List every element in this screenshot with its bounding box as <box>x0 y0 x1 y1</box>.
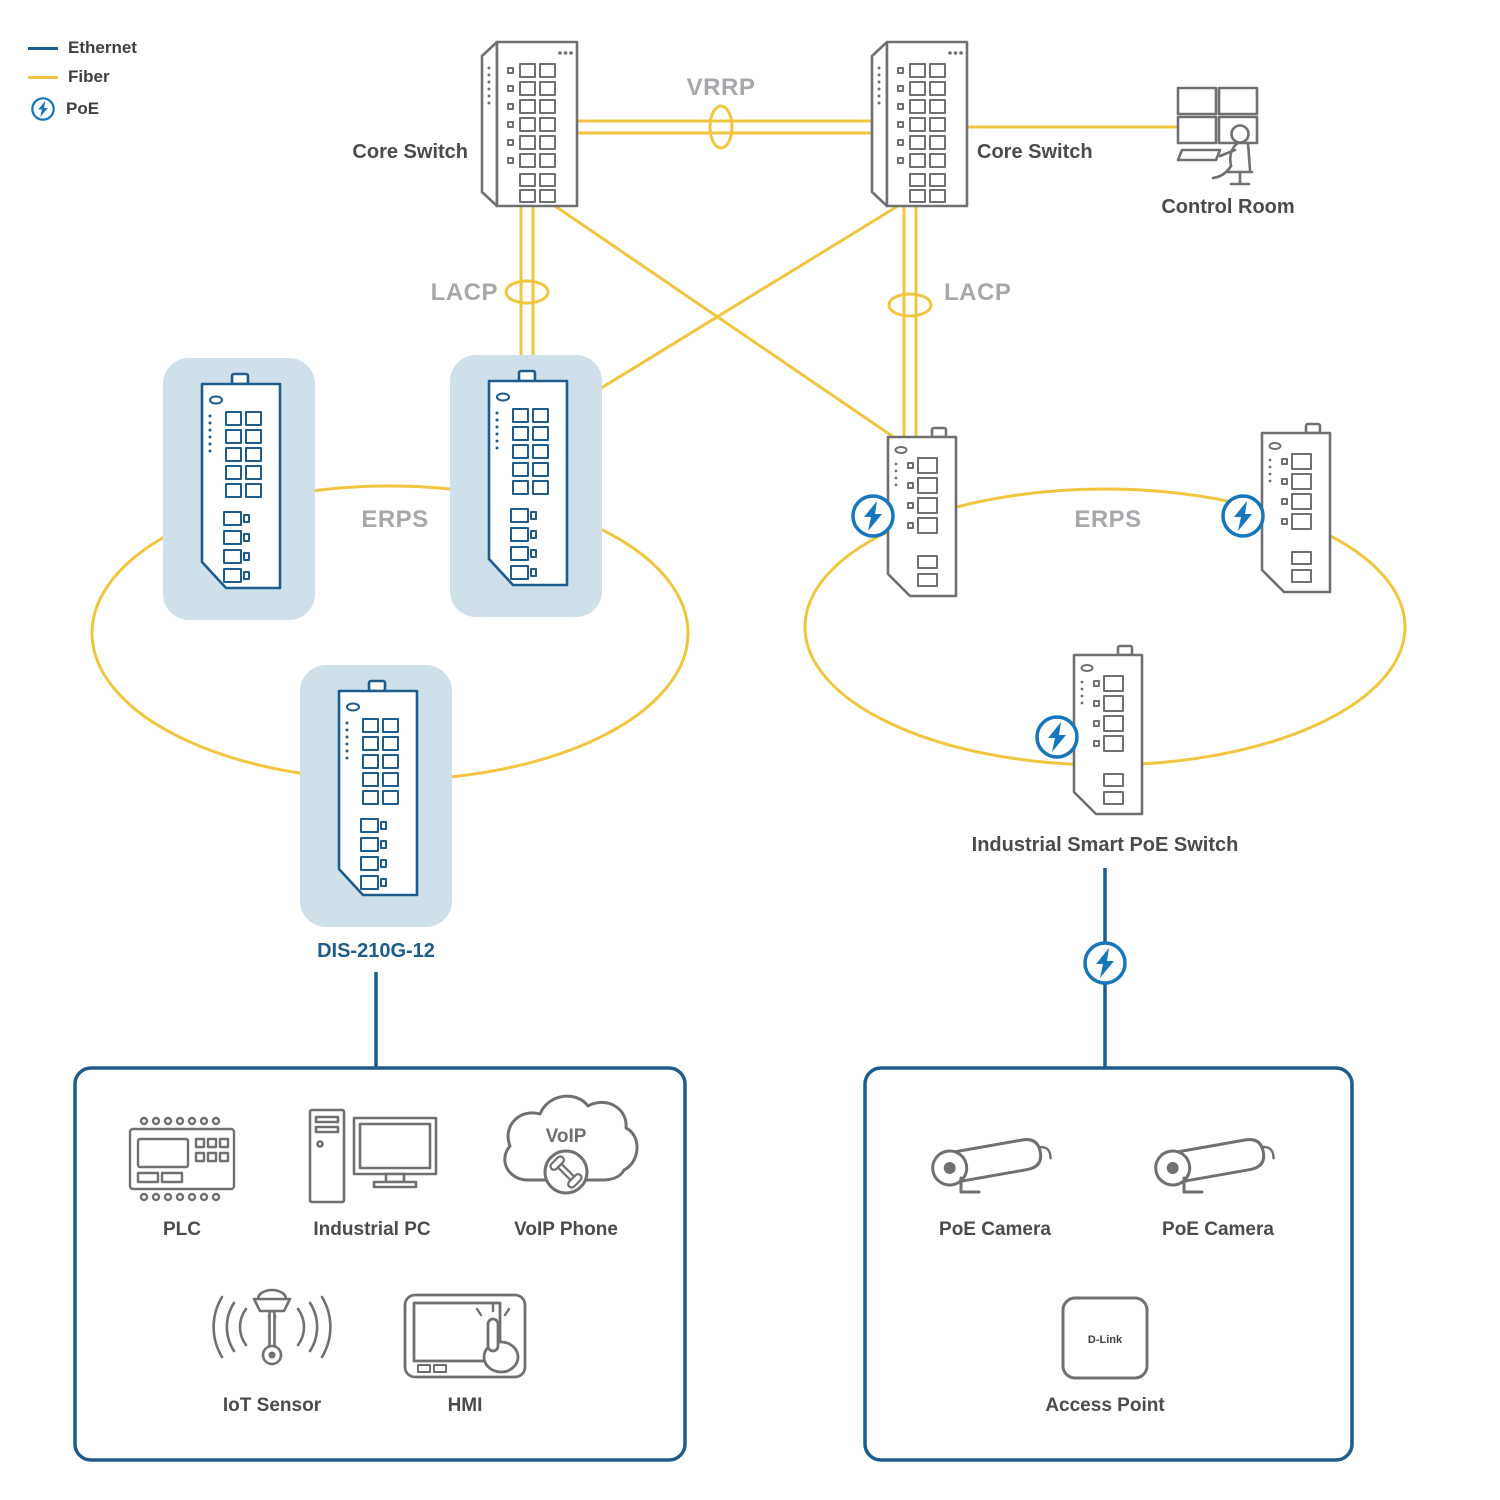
lacp-right-label: LACP <box>944 279 1012 306</box>
industrial-pc-icon <box>308 1108 438 1204</box>
ethernet-line-swatch <box>28 46 58 50</box>
vrrp-link <box>577 119 872 135</box>
poe-bolt-icon <box>1083 941 1127 985</box>
poe-camera-1-label: PoE Camera <box>939 1219 1051 1240</box>
core-switch-right-label: Core Switch <box>977 141 1093 163</box>
access-point-icon: D-Link <box>1061 1296 1149 1380</box>
dis-switch-icon-2 <box>487 369 569 587</box>
voip-cloud-label: VoIP <box>546 1126 587 1147</box>
keyboard-icon <box>1176 148 1222 162</box>
poe-switch-icon-2 <box>1260 422 1332 594</box>
dis-switch-icon-1 <box>200 372 282 590</box>
erps-left-label: ERPS <box>361 506 429 533</box>
legend-item-fiber: Fiber <box>28 67 137 87</box>
legend-item-poe: PoE <box>28 96 137 122</box>
lacp-oval-right <box>887 292 933 318</box>
monitor-icon <box>1176 115 1218 145</box>
poe-switch-icon-1 <box>886 426 958 598</box>
lacp-left-label: LACP <box>430 279 498 306</box>
poe-bolt-icon <box>31 97 55 121</box>
voip-phone-label: VoIP Phone <box>514 1219 618 1240</box>
poe-bolt-icon <box>1035 715 1079 759</box>
iot-sensor-icon <box>212 1288 332 1366</box>
dis-210g-12-label: DIS-210G-12 <box>317 940 435 962</box>
poe-camera-2-label: PoE Camera <box>1162 1219 1274 1240</box>
monitor-icon <box>1217 86 1259 116</box>
hand-pointer-icon <box>475 1302 520 1374</box>
poe-bolt-icon <box>1221 494 1265 538</box>
monitor-icon <box>1176 86 1218 116</box>
legend-label-ethernet: Ethernet <box>68 38 137 57</box>
hmi-icon <box>403 1293 527 1379</box>
core-switch-left-icon <box>480 40 579 208</box>
plc-label: PLC <box>163 1219 201 1240</box>
voip-phone-icon: VoIP <box>503 1094 639 1195</box>
phone-handset-icon <box>549 1155 583 1189</box>
ethernet-links <box>374 868 1107 1068</box>
dis-switch-icon-3 <box>337 679 419 897</box>
plc-icon <box>128 1116 236 1202</box>
industrial-pc-label: Industrial PC <box>313 1219 431 1240</box>
cross-link-1 <box>554 204 899 442</box>
legend-item-ethernet: Ethernet <box>28 38 137 58</box>
lacp-link-right <box>902 206 918 440</box>
cloud-icon <box>503 1094 639 1182</box>
hmi-label: HMI <box>447 1395 483 1416</box>
access-point-logo: D-Link <box>1088 1334 1123 1346</box>
fiber-links <box>504 104 1186 442</box>
fiber-line-swatch <box>28 75 58 79</box>
vrrp-label: VRRP <box>686 74 756 101</box>
poe-bolt-icon <box>851 494 895 538</box>
legend: Ethernet Fiber PoE <box>28 38 137 122</box>
iot-sensor-label: IoT Sensor <box>222 1395 322 1416</box>
lacp-link-left <box>519 206 535 360</box>
access-point-label: Access Point <box>1045 1395 1165 1416</box>
legend-label-poe: PoE <box>66 99 100 118</box>
operator-person-icon <box>1211 124 1254 186</box>
erps-right-label: ERPS <box>1074 506 1142 533</box>
poe-switch-icon-3 <box>1072 644 1144 816</box>
core-switch-right-icon <box>870 40 969 208</box>
control-room-label: Control Room <box>1161 196 1295 218</box>
industrial-poe-switch-label: Industrial Smart PoE Switch <box>971 834 1239 856</box>
vrrp-aggregation-oval <box>708 104 734 150</box>
core-switch-left-label: Core Switch <box>352 141 468 163</box>
cross-link-2 <box>597 204 899 392</box>
control-room-icon <box>1176 86 1259 186</box>
lacp-oval-left <box>504 279 550 305</box>
legend-label-fiber: Fiber <box>68 67 110 86</box>
